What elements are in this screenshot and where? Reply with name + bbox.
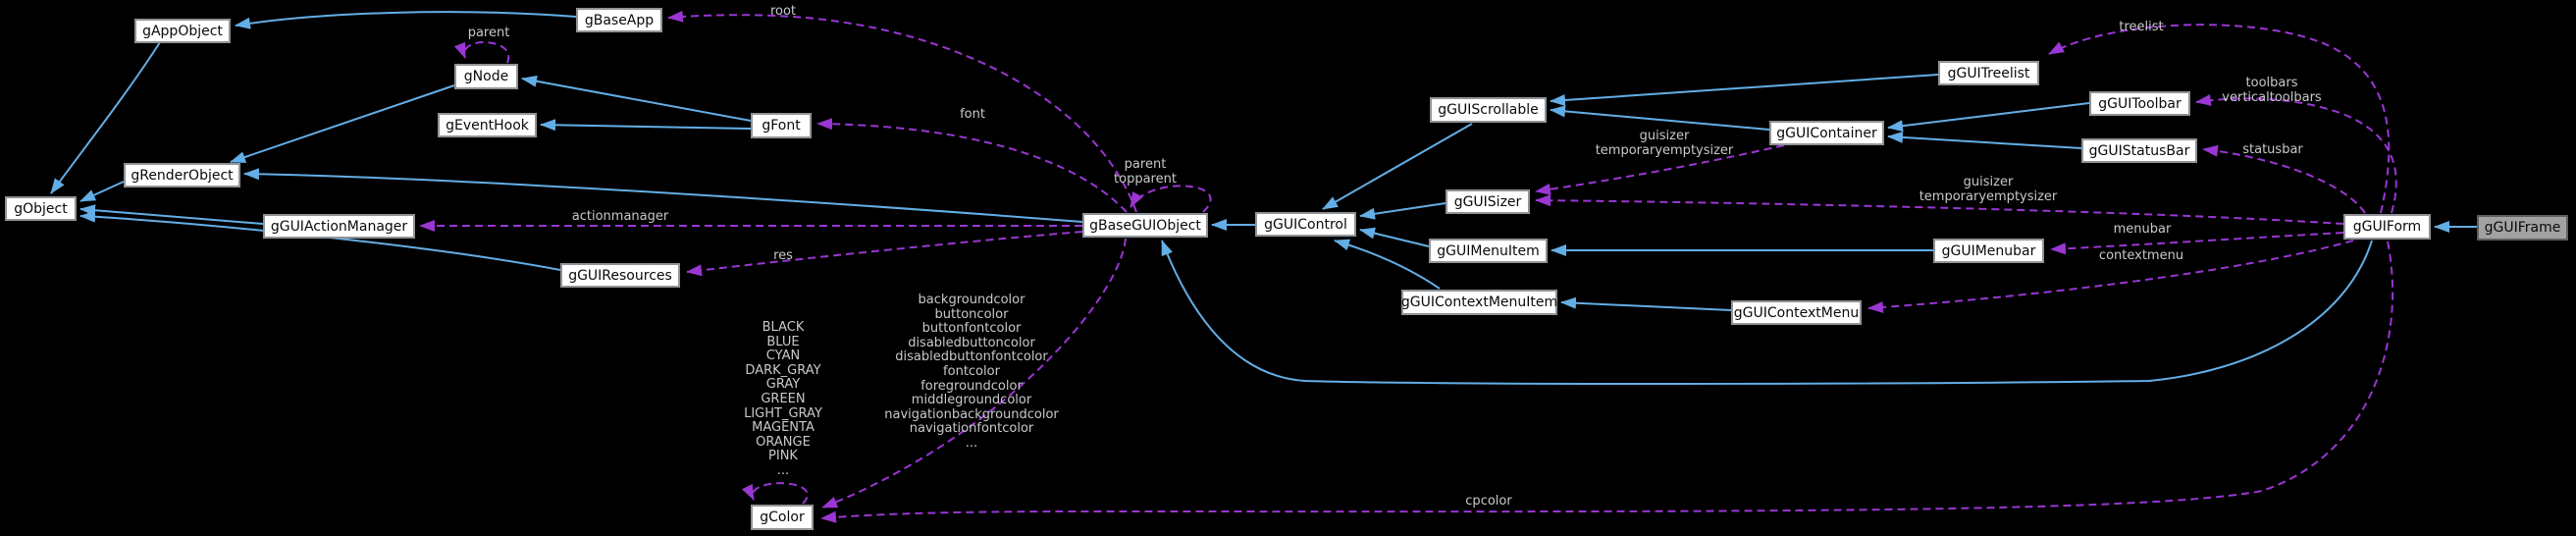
edge-inherit-gguistatusbar-gguicontainer: [1887, 131, 2082, 149]
edge-usage-res: [686, 231, 1083, 277]
edge-usage-treelist: [2048, 24, 2391, 214]
edge-inherit-gfont-gnode: [521, 75, 752, 122]
edge-usage-guisizer-from-container: [1535, 144, 1785, 195]
edge-inherit-gguiscrollable-gguicontrol: [1322, 123, 1473, 210]
edge-inherit-grenderobject-gobject: [79, 181, 125, 202]
node-gGUIContainer[interactable]: gGUIContainer: [1769, 121, 1884, 145]
node-gObject[interactable]: gObject: [5, 196, 77, 221]
edge-inherit-gfont-geventhook: [540, 119, 752, 132]
edge-inherit-gguicontextmenu-gguicontextmenuitem: [1560, 296, 1732, 311]
node-gGUIActionManager[interactable]: gGUIActionManager: [263, 214, 415, 239]
edge-usage-contextmenu: [1867, 240, 2354, 313]
node-gGUIForm[interactable]: gGUIForm: [2343, 214, 2431, 240]
edge-inherit-gguicontextmenuitem-gguicontrol: [1334, 239, 1441, 290]
node-gEventHook[interactable]: gEventHook: [438, 113, 537, 137]
edge-usage-cpcolor: [820, 241, 2394, 523]
node-gGUISizer[interactable]: gGUISizer: [1446, 189, 1530, 214]
node-gGUIResources[interactable]: gGUIResources: [560, 263, 680, 288]
edge-inherit-gguicontainer-gguiscrollable: [1550, 105, 1770, 131]
node-gGUIContextMenuItem[interactable]: gGUIContextMenuItem: [1401, 290, 1557, 315]
edge-inherit-gbaseguiobject-grenderobject: [243, 168, 1083, 223]
edge-inherit-gnode-grenderobject: [230, 84, 455, 163]
node-gGUIFrame-focus[interactable]: gGUIFrame: [2477, 215, 2568, 241]
node-gGUIMenubar[interactable]: gGUIMenubar: [1933, 239, 2044, 263]
node-gFont[interactable]: gFont: [751, 113, 812, 138]
node-gNode[interactable]: gNode: [454, 64, 518, 89]
node-gGUIToolbar[interactable]: gGUIToolbar: [2089, 91, 2190, 116]
node-gGUIScrollable[interactable]: gGUIScrollable: [1430, 97, 1547, 123]
edge-selfloop-gnode-parent: [453, 41, 510, 64]
node-gBaseApp[interactable]: gBaseApp: [576, 8, 662, 32]
node-gGUIControl[interactable]: gGUIControl: [1255, 212, 1356, 237]
node-gGUITreelist[interactable]: gGUITreelist: [1938, 61, 2039, 85]
edge-usage-menubar: [2050, 232, 2344, 255]
node-gBaseGUIObject[interactable]: gBaseGUIObject: [1082, 213, 1208, 238]
edge-usage-toolbars: [2195, 94, 2397, 214]
edge-usage-statusbar: [2202, 144, 2366, 214]
node-gGUIStatusBar[interactable]: gGUIStatusBar: [2081, 138, 2197, 163]
node-gGUIContextMenu[interactable]: gGUIContextMenu: [1731, 300, 1862, 325]
edge-inherit-gguiform-gbaseguiobject: [1161, 240, 2373, 385]
node-gRenderObject[interactable]: gRenderObject: [124, 163, 240, 188]
edge-inherit-gguimenuitem-gguicontrol: [1359, 227, 1430, 247]
node-gColor[interactable]: gColor: [751, 505, 814, 530]
edge-inherit-gappobject-gobject: [50, 41, 161, 194]
edge-inherit-gguitreelist-gguiscrollable: [1550, 74, 1939, 106]
edge-usage-guisizer-from-form: [1535, 194, 2344, 225]
edge-inherit-gbaseapp-gappobject: [235, 11, 577, 29]
edge-inherit-gguiactionmanager-gobject: [79, 204, 264, 225]
edge-selfloop-gbaseguiobject-parent: [1130, 185, 1212, 213]
edge-usage-font: [816, 118, 1128, 213]
edge-usage-colors-gbaseguiobject-gcolor: [821, 238, 1127, 509]
edge-usage-root: [667, 10, 1137, 213]
node-gGUIMenuItem[interactable]: gGUIMenuItem: [1429, 239, 1548, 263]
node-gAppObject[interactable]: gAppObject: [134, 19, 231, 43]
edge-inherit-gguitoolbar-gguicontainer: [1887, 102, 2090, 133]
edge-selfloop-gcolor-enum: [741, 482, 809, 505]
edge-inherit-gguisizer-gguicontrol: [1359, 202, 1446, 220]
